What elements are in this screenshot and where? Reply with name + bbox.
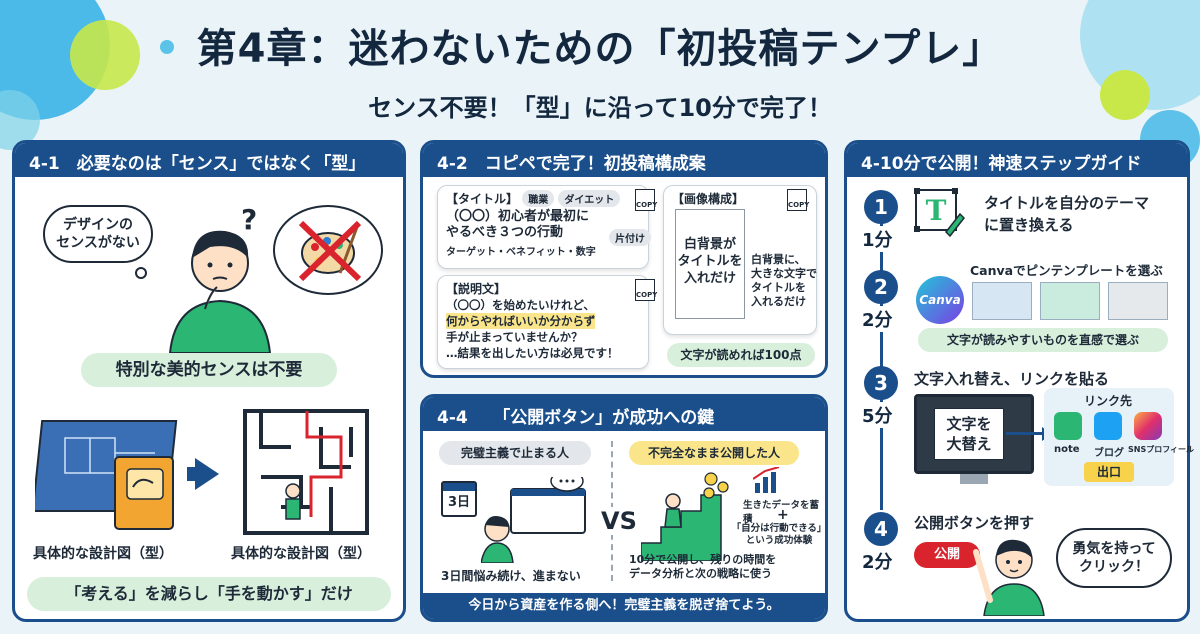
pin-image-preview: 白背景が タイトルを 入れだけ	[675, 209, 745, 319]
step-2-text: Canvaでピンテンプレートを選ぶ	[970, 263, 1163, 278]
imperfect-label: 不完全なまま公開した人	[629, 441, 799, 465]
footer-banner: 今日から資産を作る側へ！完璧主義を脱ぎ捨てよう。	[423, 593, 825, 619]
copy-icon[interactable]: COPY	[635, 279, 657, 301]
step-4-time: 2分	[862, 552, 893, 573]
desc-line-3: 手が止まっていませんか？	[446, 330, 583, 344]
panel-4-1: 4-1 必要なのは「センス」ではなく「型」 デザインの センスがない ? 特別な…	[12, 140, 406, 622]
step-4-number: 4	[864, 512, 898, 546]
calendar-day: 3日	[447, 495, 471, 510]
canva-logo: Canva	[916, 276, 964, 324]
title-line-3: ターゲット・ベネフィット・数字	[446, 247, 596, 258]
bottom-caption: 「考える」を減らし「手を動かす」だけ	[27, 577, 391, 611]
success-text: 「自分は行動できる」 という成功体験	[731, 523, 827, 546]
decor-circle	[70, 20, 140, 90]
desc-line-2: 何からやればいいか分からず	[446, 313, 596, 329]
step-3-number: 3	[864, 366, 898, 400]
step-3-text: 文字入れ替え、リンクを貼る	[914, 370, 1110, 388]
title-line-1: （〇〇）初心者が最初に	[446, 209, 590, 224]
data-text: 生きたデータを蓄積	[743, 500, 820, 525]
stuck-caption: 3日間悩み続け、進まない	[441, 569, 581, 583]
copy-icon[interactable]: COPY	[787, 189, 809, 211]
panel-4-2: 4-2 コピペで完了！初投稿構成案 【タイトル】 職業 ダイエット （〇〇）初心…	[420, 140, 828, 378]
link-arrow	[1006, 432, 1046, 435]
step-3-time: 5分	[862, 402, 893, 428]
crossed-palette-icon	[298, 220, 362, 282]
step-1-text: タイトルを自分のテーマ に置き換える	[984, 194, 1150, 234]
climbing-stairs-icon	[641, 472, 729, 561]
step-4-text: 公開ボタンを押す	[914, 514, 1035, 532]
step-1-time: 1分	[862, 226, 893, 252]
decor-circle	[160, 40, 174, 54]
desc-card-heading: 【説明文】	[446, 282, 507, 296]
title-card-heading: 【タイトル】	[446, 192, 519, 206]
template-thumb[interactable]	[1108, 282, 1168, 320]
template-thumb[interactable]	[972, 282, 1032, 320]
perfectionist-label: 完璧主義で止まる人	[439, 441, 591, 465]
blog-icon[interactable]	[1094, 412, 1122, 440]
link-title: リンク先	[1084, 394, 1133, 408]
growth-chart-icon	[753, 467, 780, 493]
tag-diet: ダイエット	[558, 190, 621, 207]
description-template-card: 【説明文】 （〇〇）を始めたいけれど、 何からやればいいか分からず 手が止まって…	[437, 275, 649, 369]
step-2-sub: 文字が読みやすいものを直感で選ぶ	[918, 328, 1168, 352]
page-subtitle: センス不要！「型」に沿って10分で完了！	[368, 94, 832, 122]
svg-text:T: T	[926, 194, 947, 227]
image-card-heading: 【画像構成】	[672, 192, 745, 206]
link-sns: SNSプロフィール	[1128, 445, 1195, 454]
tag-job: 職業	[522, 190, 555, 207]
blueprint-label-right: 具体的な設計図（型）	[231, 546, 371, 562]
image-side-text: 白背景に、 大きな文字で タイトルを 入れるだけ	[751, 253, 817, 308]
panel-4-1-header: 4-1 必要なのは「センス」ではなく「型」	[15, 143, 403, 177]
sns-icon[interactable]	[1134, 412, 1162, 440]
courage-bubble: 勇気を持って クリック！	[1056, 528, 1172, 588]
calendar-icon: 3日	[441, 481, 477, 517]
imperfect-caption: 10分で公開し、残りの時間を データ分析と次の戦略に使う	[629, 553, 777, 580]
panel-4-2-header: 4-2 コピペで完了！初投稿構成案	[423, 143, 825, 177]
publish-button[interactable]: 公開	[914, 542, 980, 568]
step-2-number: 2	[864, 270, 898, 304]
maze-icon	[243, 409, 369, 535]
link-blog: ブログ	[1094, 448, 1124, 459]
monitor-text: 文字を 大替え	[934, 408, 1004, 460]
panel-4-4-header: 4-4 「公開ボタン」が成功への鍵	[423, 397, 825, 431]
title-line-2: やるべき３つの行動	[446, 225, 564, 240]
blueprint-label-left: 具体的な設計図（型）	[33, 546, 173, 562]
decor-circle	[1100, 70, 1150, 120]
panel-4-4: 4-4 「公開ボタン」が成功への鍵 完璧主義で止まる人 不完全なまま公開した人 …	[420, 394, 828, 622]
note-icon[interactable]	[1054, 412, 1082, 440]
title-template-card: 【タイトル】 職業 ダイエット （〇〇）初心者が最初に やるべき３つの行動 ター…	[437, 185, 649, 269]
thinking-person-icon	[168, 230, 272, 353]
thought-dot	[135, 267, 147, 279]
step-connector-line	[880, 210, 883, 510]
stuck-person-icon	[481, 477, 586, 563]
step-2-time: 2分	[862, 306, 893, 332]
tag-tidy: 片付け	[609, 229, 651, 246]
panel-4-10-header: 4-10分で公開！神速ステップガイド	[847, 143, 1187, 177]
thought-bubble: デザインの センスがない	[43, 205, 153, 263]
desc-line-1: （〇〇）を始めたいけれど、	[446, 298, 595, 312]
page-title: 第4章：迷わないための「初投稿テンプレ」	[196, 26, 1004, 72]
link-note: note	[1054, 444, 1080, 455]
question-mark: ?	[241, 203, 258, 236]
step-1-number: 1	[864, 190, 898, 224]
vs-label: VS	[599, 507, 639, 535]
monitor-stand	[960, 474, 988, 484]
plus-sign: +	[777, 507, 789, 523]
copy-icon[interactable]: COPY	[635, 189, 657, 211]
arrow-right-icon	[195, 458, 219, 490]
template-thumb[interactable]	[1040, 282, 1100, 320]
text-edit-icon: T	[914, 188, 965, 238]
clicking-person-icon	[973, 539, 1045, 616]
desc-line-4: …結果を出したい方は必見です！	[446, 346, 619, 360]
arrow-right-bar	[187, 467, 199, 481]
exit-badge: 出口	[1084, 462, 1134, 482]
blueprint-book-icon	[35, 420, 178, 530]
no-sense-caption: 特別な美的センスは不要	[81, 353, 337, 387]
score-pill: 文字が読めれば100点	[667, 343, 815, 367]
